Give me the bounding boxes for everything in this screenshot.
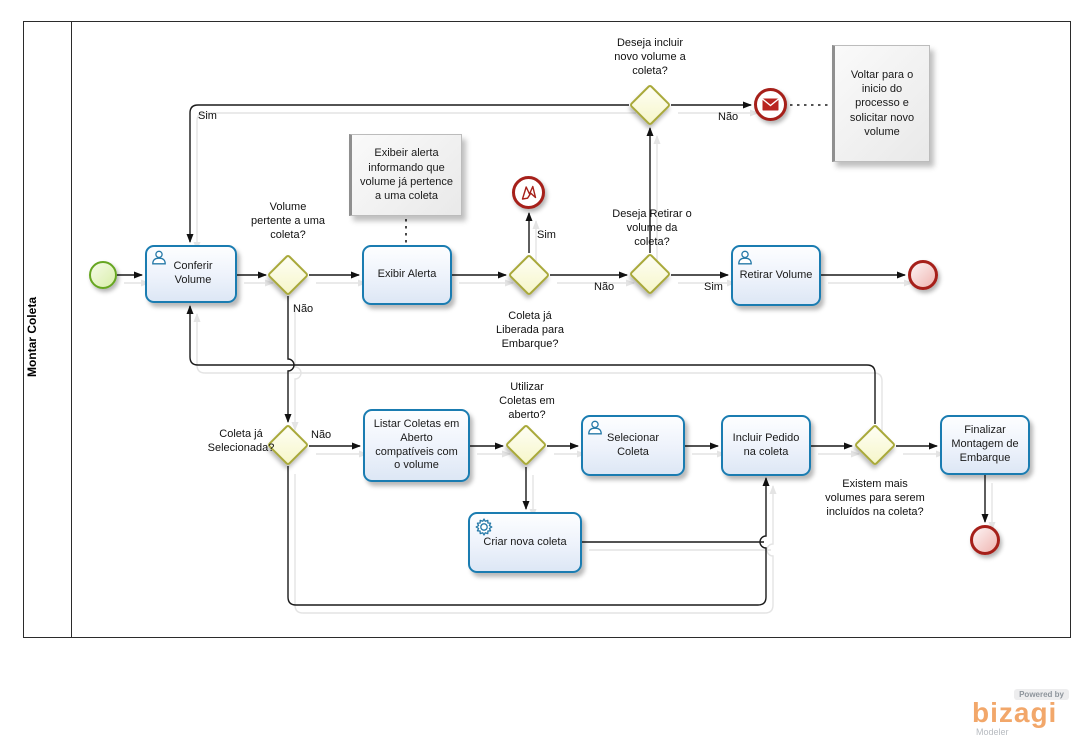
gateway-label-coleta-liberada: Coleta já Liberada para Embarque? [496, 310, 564, 350]
task-exibir-alerta[interactable]: Exibir Alerta [362, 245, 452, 305]
annotation-exibir-alerta: Exibeir alerta informando que volume já … [349, 134, 462, 216]
start-event[interactable] [89, 261, 117, 289]
task-label: Exibir Alerta [377, 268, 437, 281]
end-event-finalizar[interactable] [970, 525, 1000, 555]
task-label: Conferir Volume [173, 260, 213, 286]
gateway-label-utilizar-coletas: Utilizar Coletas em aberto? [499, 381, 555, 421]
message-envelope-icon [761, 97, 780, 112]
bizagi-product-name: Modeler [976, 727, 1009, 737]
end-event-retirar[interactable] [908, 260, 938, 290]
gateway-label-existem-mais: Existem mais volumes para serem incluído… [825, 478, 925, 518]
bizagi-branding: Powered by bizagi Modeler [972, 689, 1072, 741]
edge-label-nao-incluir: Não [718, 111, 739, 123]
annotation-voltar-inicio: Voltar para o inicio do processo e solic… [832, 45, 930, 162]
gateway-label-deseja-retirar: Deseja Retirar o volume da coleta? [612, 208, 692, 248]
powered-by-badge: Powered by [1014, 689, 1069, 700]
error-lightning-icon [521, 185, 536, 200]
task-criar-nova-coleta[interactable]: Criar nova coleta [468, 512, 582, 573]
edge-label-sim-loop: Sim [198, 110, 217, 122]
task-label: Listar Coletas em Aberto compatíveis com… [373, 418, 460, 472]
edge-label-nao-volume: Não [293, 303, 314, 315]
task-finalizar-montagem[interactable]: Finalizar Montagem de Embarque [940, 415, 1030, 475]
annotation-text: Voltar para o inicio do processo e solic… [849, 68, 915, 138]
gateway-label-volume-pertence: Volume pertente a uma coleta? [251, 201, 325, 241]
bizagi-logo: bizagi [972, 697, 1058, 728]
gateway-label-deseja-incluir: Deseja incluir novo volume a coleta? [614, 37, 686, 77]
user-icon [738, 250, 752, 265]
task-label: Selecionar Coleta [607, 431, 659, 458]
flow-gw-selecionada-sim-to-incluir [287, 466, 770, 606]
edge-label-nao-liberada: Não [594, 281, 615, 293]
service-gear-icon [475, 518, 493, 536]
annotation-text: Exibeir alerta informando que volume já … [360, 147, 453, 203]
task-label: Retirar Volume [739, 268, 813, 281]
edge-label-sim-retirar: Sim [704, 281, 723, 293]
task-selecionar-coleta[interactable]: Selecionar Coleta [581, 415, 685, 476]
task-conferir-volume[interactable]: Conferir Volume [145, 245, 237, 303]
task-label: Criar nova coleta [483, 535, 567, 548]
task-listar-coletas[interactable]: Listar Coletas em Aberto compatíveis com… [363, 409, 470, 482]
flow-gw-existem-sim-loop [186, 305, 876, 424]
gateway-label-coleta-selecionada: Coleta já Selecionada? [207, 428, 275, 454]
pool-montar-coleta: Montar Coleta [23, 21, 1071, 638]
edge-label-nao-selecionada: Não [311, 429, 332, 441]
user-icon [152, 250, 166, 265]
task-incluir-pedido[interactable]: Incluir Pedido na coleta [721, 415, 811, 476]
task-label: Incluir Pedido na coleta [732, 431, 800, 458]
pool-header-band: Montar Coleta [24, 22, 72, 637]
user-icon [588, 420, 602, 435]
error-end-event[interactable] [512, 176, 545, 209]
message-end-event[interactable] [754, 88, 787, 121]
flow-gw-incluir-sim-loop [186, 104, 629, 243]
task-retirar-volume[interactable]: Retirar Volume [731, 245, 821, 306]
task-label: Finalizar Montagem de Embarque [951, 424, 1019, 464]
edge-label-sim-liberada: Sim [537, 229, 556, 241]
